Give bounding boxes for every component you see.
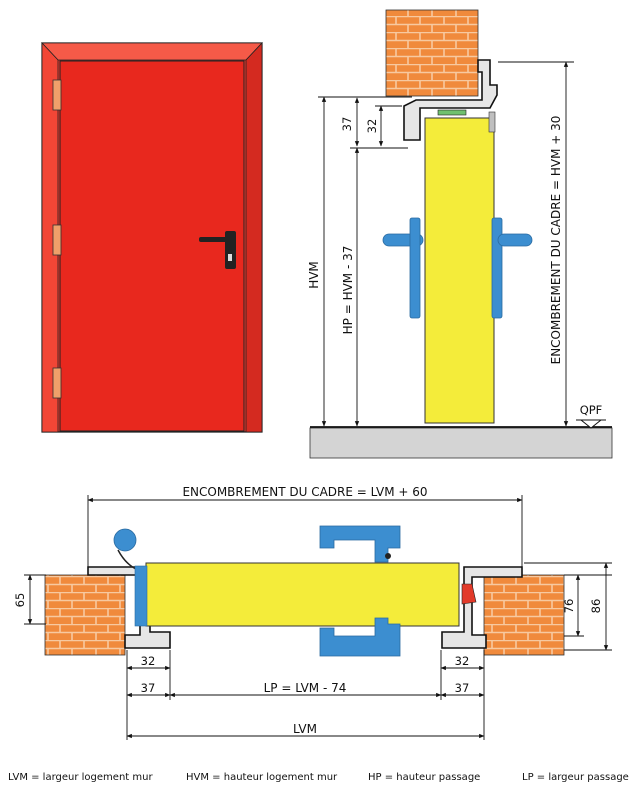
qpf-marker-icon bbox=[576, 419, 606, 429]
door-leaf-yellow bbox=[424, 117, 495, 424]
door-frame-top-bevel bbox=[41, 42, 263, 61]
dim-label-32-left: 32 bbox=[141, 654, 156, 668]
door-frame-right-bevel bbox=[245, 41, 263, 433]
dim-label-37-vertical: 37 bbox=[340, 117, 354, 132]
frame-profile-top bbox=[403, 59, 498, 141]
plan-view: ENCOMBREMENT DU CADRE = LVM + 60 bbox=[13, 485, 612, 740]
legend-hvm: HVM = hauteur logement mur bbox=[186, 772, 338, 783]
lever-handle-icon bbox=[382, 217, 533, 319]
hinge-knob-icon bbox=[113, 528, 139, 571]
elevation-dimensions bbox=[318, 61, 574, 427]
door-leaf-red bbox=[59, 60, 245, 432]
dim-label-76: 76 bbox=[562, 599, 576, 614]
dim-label-hp: HP = HVM - 37 bbox=[341, 246, 355, 335]
dim-label-32-vertical: 32 bbox=[365, 119, 379, 134]
wall-brick-left bbox=[44, 574, 126, 656]
door-leaf-yellow-plan bbox=[145, 562, 460, 627]
dim-label-lp: LP = LVM - 74 bbox=[264, 681, 347, 695]
dim-label-37-left: 37 bbox=[141, 681, 156, 695]
dim-label-encombrement-vertical: ENCOMBREMENT DU CADRE = HVM + 30 bbox=[549, 116, 563, 365]
dim-label-encombrement-horizontal: ENCOMBREMENT DU CADRE = LVM + 60 bbox=[182, 485, 427, 499]
frame-profile-right bbox=[441, 566, 523, 649]
front-view bbox=[41, 41, 263, 433]
dim-label-86: 86 bbox=[589, 599, 603, 614]
door-handle-icon bbox=[199, 231, 236, 269]
seal-red bbox=[461, 583, 477, 605]
wall-brick-top bbox=[385, 9, 479, 97]
dim-label-37-right: 37 bbox=[455, 681, 470, 695]
legend-lvm: LVM = largeur logement mur bbox=[8, 772, 153, 783]
legend: LVM = largeur logement mur HVM = hauteur… bbox=[0, 772, 629, 792]
floor-slab bbox=[309, 427, 613, 459]
hinge-icon bbox=[52, 79, 62, 399]
lever-handle-plan-icon bbox=[319, 525, 401, 657]
dim-label-lvm: LVM bbox=[293, 722, 317, 736]
door-frame-left-bevel bbox=[41, 41, 59, 433]
legend-lp: LP = largeur passage bbox=[522, 772, 629, 783]
dim-label-hvm: HVM bbox=[307, 261, 321, 289]
qpf-label: QPF bbox=[580, 403, 603, 417]
dim-label-65: 65 bbox=[13, 593, 27, 608]
legend-hp: HP = hauteur passage bbox=[368, 772, 481, 783]
elevation-view: HVM HP = HVM - 37 37 32 ENCOMBREMENT DU … bbox=[307, 9, 613, 459]
dim-label-32-right: 32 bbox=[455, 654, 470, 668]
seal-green bbox=[437, 109, 467, 116]
wall-brick-right bbox=[483, 574, 565, 656]
